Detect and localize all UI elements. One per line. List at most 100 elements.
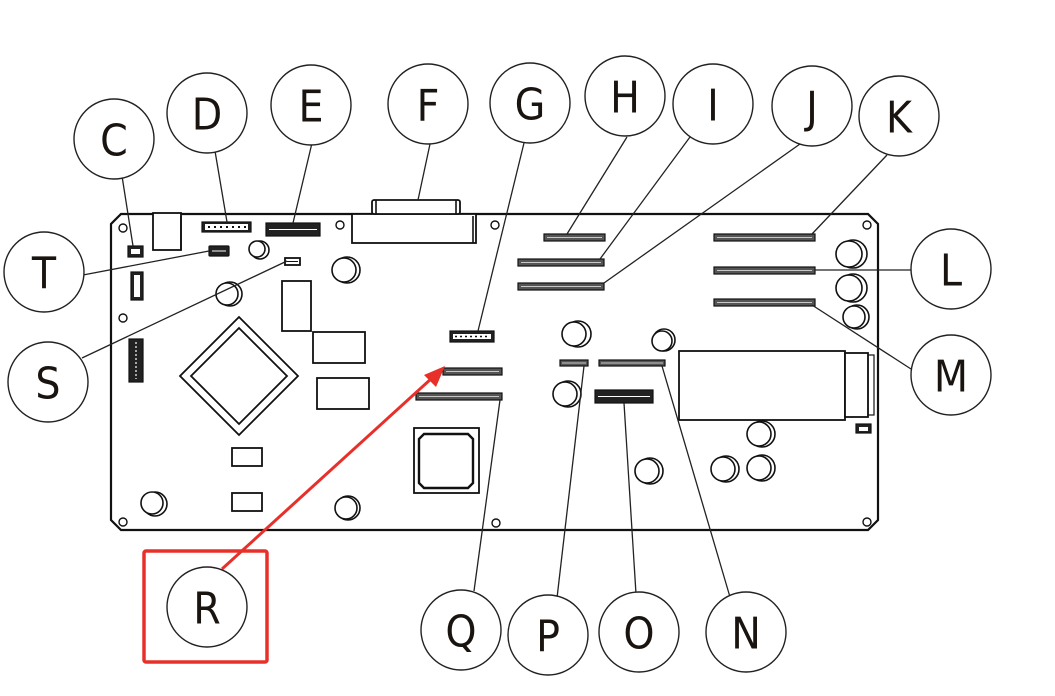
callout-label-M: M <box>934 352 968 403</box>
capacitor <box>634 457 664 485</box>
mounting-hole <box>118 517 128 527</box>
callout-label-N: N <box>731 609 761 660</box>
callout-label-Q: Q <box>445 607 476 658</box>
leader-G <box>477 142 525 332</box>
mounting-hole <box>335 220 345 230</box>
callout-K[interactable]: K <box>858 75 940 157</box>
header-left-1-socket <box>134 275 140 297</box>
slot-J <box>517 282 605 291</box>
callout-label-E: E <box>298 82 323 133</box>
slot-N <box>598 359 666 367</box>
callout-label-H: H <box>610 73 640 124</box>
capacitor <box>651 328 676 352</box>
callout-label-O: O <box>623 609 654 660</box>
processor-inner <box>189 326 289 426</box>
slot-L <box>713 266 816 275</box>
callout-label-F: F <box>417 81 440 132</box>
capacitor <box>710 455 740 483</box>
highlight-arrow-line <box>220 376 434 571</box>
callout-P[interactable]: P <box>507 594 589 676</box>
leader-P <box>556 365 585 599</box>
callout-O[interactable]: O <box>598 591 680 673</box>
callout-lines <box>81 136 912 599</box>
capacitor <box>561 320 592 348</box>
leader-F <box>417 143 431 201</box>
callout-M[interactable]: M <box>910 334 992 416</box>
module-end <box>844 352 869 418</box>
callout-C[interactable]: C <box>73 98 155 180</box>
capacitor <box>248 240 270 260</box>
slot-R <box>442 367 503 376</box>
slot-I <box>517 258 605 267</box>
callout-label-P: P <box>536 612 560 663</box>
capacitor <box>842 304 870 330</box>
callout-S[interactable]: S <box>7 341 89 423</box>
callout-label-G: G <box>515 80 546 131</box>
highlight-box <box>142 549 269 664</box>
callout-label-J: J <box>803 83 818 134</box>
callout-T[interactable]: T <box>3 231 85 313</box>
capacitors <box>140 239 870 521</box>
highlight-arrow-head <box>424 366 445 387</box>
port-block <box>152 212 182 251</box>
callout-label-I: I <box>707 81 719 132</box>
connector-D-pins <box>208 226 246 228</box>
callout-E[interactable]: E <box>270 64 352 146</box>
leader-O <box>623 402 637 595</box>
header-left-2 <box>128 338 144 383</box>
callout-D[interactable]: D <box>166 72 248 154</box>
mounting-hole <box>491 518 501 528</box>
callout-label-C: C <box>100 116 128 167</box>
circuit-board <box>109 199 880 532</box>
highlight-annotation <box>142 366 445 664</box>
capacitor <box>746 420 776 448</box>
slot-H <box>543 233 606 242</box>
callout-N[interactable]: N <box>705 591 787 673</box>
connector-small-right-socket <box>859 427 868 431</box>
capacitor <box>835 239 868 269</box>
callout-H[interactable]: H <box>584 55 666 137</box>
leader-M <box>811 304 912 370</box>
callout-label-S: S <box>35 359 60 410</box>
leader-J <box>603 143 801 284</box>
leader-I <box>599 136 691 260</box>
callout-I[interactable]: I <box>672 63 754 145</box>
callout-J[interactable]: J <box>771 65 853 147</box>
leader-N <box>661 365 731 598</box>
mounting-hole <box>862 220 872 230</box>
callout-label-K: K <box>886 93 913 144</box>
chip-small <box>231 447 263 467</box>
callout-Q[interactable]: Q <box>420 589 502 671</box>
chip-square-inner <box>417 432 475 490</box>
callouts: C D E F G H I J K L M N O P Q R S T <box>3 55 992 676</box>
capacitor <box>334 495 361 521</box>
capacitor <box>331 256 361 284</box>
callout-L[interactable]: L <box>910 228 992 310</box>
leader-C <box>121 175 134 247</box>
capacitor <box>140 491 168 517</box>
callout-label-R: R <box>193 584 221 635</box>
chip-small <box>231 492 263 512</box>
mounting-hole <box>118 313 128 323</box>
leader-H <box>566 136 628 235</box>
capacitor <box>746 454 776 482</box>
leader-D <box>214 150 228 223</box>
mounting-hole <box>862 517 872 527</box>
slot-M <box>713 298 816 307</box>
chip-rect <box>316 377 370 410</box>
connector-F <box>351 213 477 244</box>
callout-label-T: T <box>31 249 57 300</box>
leader-K <box>811 154 888 235</box>
mounting-hole <box>118 223 128 233</box>
leader-S <box>81 260 288 359</box>
callout-G[interactable]: G <box>489 62 571 144</box>
connector-C-socket <box>131 249 140 254</box>
capacitor <box>215 281 243 307</box>
callout-R[interactable]: R <box>166 566 248 648</box>
leader-T <box>82 250 210 276</box>
slot-Q <box>415 392 503 401</box>
callout-F[interactable]: F <box>387 63 469 145</box>
leader-Q <box>473 399 501 592</box>
slot-P <box>559 359 589 367</box>
